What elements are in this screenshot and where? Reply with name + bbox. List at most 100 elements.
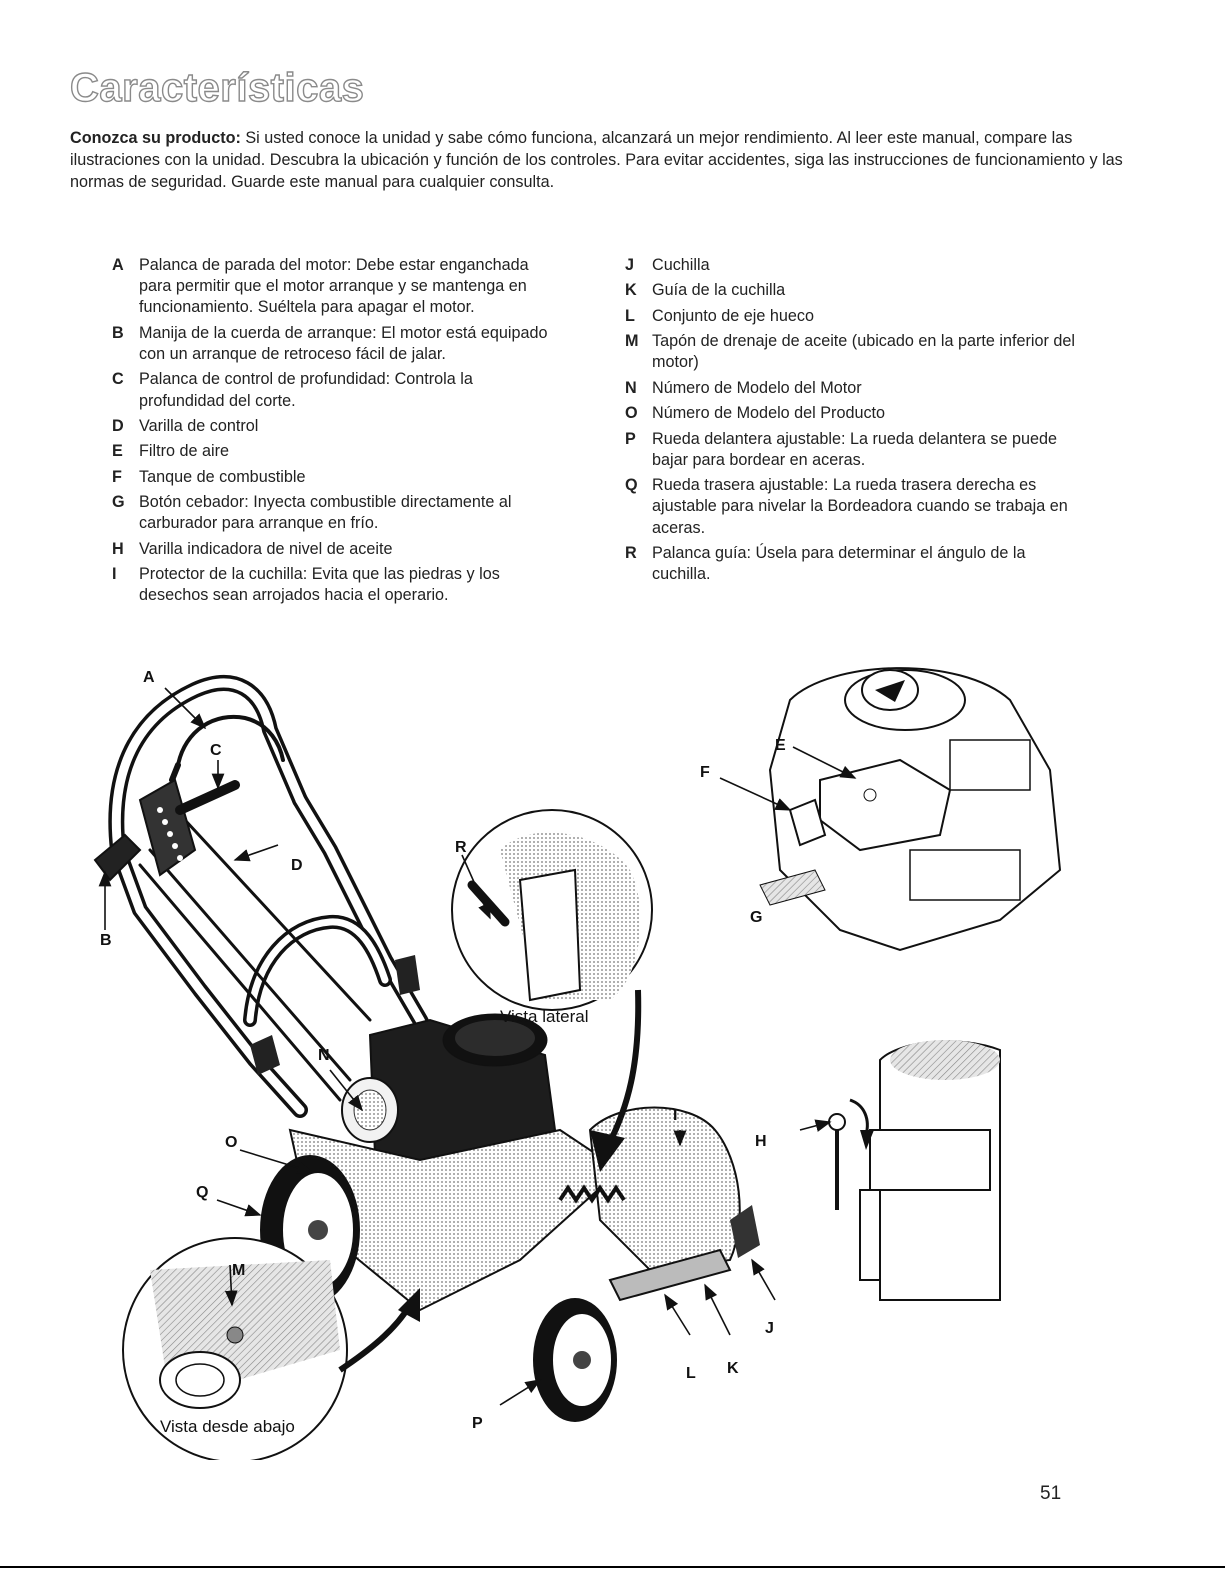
edger-illustration: Vista lateral Vista desde abajo [0, 660, 1225, 1460]
part-letter: O [625, 404, 638, 423]
part-letter: B [112, 323, 124, 342]
parts-list-right: J Cuchilla K Guía de la cuchilla L Conjunto… [625, 255, 1085, 590]
part-letter: J [625, 256, 635, 274]
bottom-rule [0, 1566, 1225, 1568]
part-letter: N [625, 378, 637, 397]
callout-b: B [100, 932, 112, 949]
handle-frame [108, 675, 448, 1118]
part-item-e: E Filtro de aire [112, 441, 552, 462]
part-description: Rueda trasera ajustable: La rueda traser… [652, 476, 1068, 537]
part-item-h: H Varilla indicadora de nivel de aceite [112, 539, 552, 560]
side-view-inset: Vista lateral [451, 809, 653, 1172]
handle-knob-left [250, 1035, 280, 1075]
part-letter: E [112, 442, 123, 461]
page-number: 51 [1040, 1483, 1062, 1504]
blade-guard [588, 1106, 741, 1272]
callout-e: E [775, 737, 786, 754]
callout-f: F [700, 764, 710, 781]
bottom-view-inset: Vista desde abajo [122, 1237, 420, 1460]
part-item-p: P Rueda delantera ajustable: La rueda del… [625, 429, 1085, 471]
callout-leaders [98, 687, 857, 1406]
part-letter: D [112, 416, 124, 435]
part-description: Tapón de drenaje de aceite (ubicado en l… [652, 332, 1075, 372]
part-item-c: C Palanca de control de profundidad: Cont… [112, 369, 552, 411]
callout-k: K [727, 1360, 739, 1377]
part-item-o: O Número de Modelo del Producto [625, 403, 1085, 424]
part-description: Varilla indicadora de nivel de aceite [139, 539, 393, 558]
callout-l: L [686, 1365, 696, 1382]
part-item-l: L Conjunto de eje hueco [625, 306, 1085, 327]
page-title: Características [69, 65, 365, 110]
part-letter: P [625, 429, 636, 448]
intro-lead: Conozca su producto: [70, 129, 241, 147]
part-description: Manija de la cuerda de arranque: El moto… [139, 323, 548, 363]
callout-a: A [143, 669, 155, 686]
part-description: Palanca guía: Úsela para determinar el á… [652, 543, 1026, 584]
callout-d: D [291, 857, 303, 874]
hollow-axle [608, 1248, 732, 1302]
handle-knob-right [395, 955, 420, 995]
callout-o: O [225, 1134, 237, 1151]
callout-q: Q [196, 1184, 208, 1201]
part-item-r: R Palanca guía: Úsela para determinar el … [625, 543, 1085, 585]
brand-logo-icon [875, 680, 905, 702]
engine-detail-inset [759, 667, 1062, 952]
blade [730, 1205, 760, 1258]
part-item-f: F Tanque de combustible [112, 467, 552, 488]
edger-diagram: Vista lateral Vista desde abajo [93, 667, 1062, 1460]
callout-m: M [232, 1262, 245, 1279]
callout-labels: A B C D E F G H I J K L M N O P Q R [100, 669, 786, 1432]
part-letter: G [112, 493, 125, 512]
callout-j: J [765, 1320, 774, 1337]
oil-dipstick-inset [828, 1040, 1001, 1301]
depth-control-lever [138, 778, 240, 877]
callout-r: R [455, 839, 467, 856]
part-description: Filtro de aire [139, 442, 229, 461]
part-description: Botón cebador: Inyecta combustible direc… [139, 493, 512, 533]
part-item-g: G Botón cebador: Inyecta combustible dire… [112, 492, 552, 534]
part-description: Conjunto de eje hueco [652, 306, 815, 325]
part-letter: A [112, 256, 124, 274]
intro-paragraph: Conozca su producto: Si usted conoce la … [70, 127, 1160, 193]
part-letter: H [112, 539, 124, 558]
part-item-n: N Número de Modelo del Motor [625, 378, 1085, 399]
part-item-d: D Varilla de control [112, 416, 552, 437]
bottom-view-caption: Vista desde abajo [160, 1417, 295, 1436]
part-item-b: B Manija de la cuerda de arranque: El mot… [112, 323, 552, 365]
part-description: Protector de la cuchilla: Evita que las … [139, 565, 500, 605]
front-wheel [533, 1298, 617, 1422]
side-view-caption: Vista lateral [500, 1007, 589, 1026]
part-item-k: K Guía de la cuchilla [625, 280, 1085, 301]
part-description: Tanque de combustible [139, 467, 306, 486]
parts-list-left: A Palanca de parada del motor: Debe estar… [112, 255, 552, 611]
callout-g: G [750, 909, 762, 926]
part-item-q: Q Rueda trasera ajustable: La rueda trase… [625, 475, 1085, 539]
callout-h: H [755, 1133, 767, 1150]
part-letter: M [625, 332, 639, 351]
part-description: Rueda delantera ajustable: La rueda dela… [652, 429, 1057, 469]
part-description: Guía de la cuchilla [652, 281, 786, 300]
part-description: Número de Modelo del Producto [652, 404, 886, 423]
callout-i: I [673, 1107, 677, 1124]
part-item-i: I Protector de la cuchilla: Evita que las… [112, 564, 552, 606]
part-letter: K [625, 281, 637, 300]
part-description: Varilla de control [139, 416, 259, 435]
callout-n: N [318, 1047, 330, 1064]
part-letter: F [112, 467, 122, 486]
part-letter: Q [625, 476, 638, 495]
part-description: Palanca de parada del motor: Debe estar … [139, 256, 529, 317]
tension-spring [558, 1184, 626, 1204]
part-description: Número de Modelo del Motor [652, 378, 862, 397]
part-item-j: J Cuchilla [625, 255, 1085, 276]
callout-p: P [472, 1415, 483, 1432]
callout-c: C [210, 742, 222, 759]
part-description: Cuchilla [652, 256, 710, 274]
part-letter: C [112, 370, 124, 389]
part-item-m: M Tapón de drenaje de aceite (ubicado en … [625, 331, 1085, 373]
part-letter: R [625, 543, 637, 562]
part-description: Palanca de control de profundidad: Contr… [139, 370, 473, 410]
intro-body: Si usted conoce la unidad y sabe cómo fu… [70, 129, 1123, 191]
part-letter: I [112, 565, 117, 584]
part-letter: L [625, 306, 635, 325]
part-item-a: A Palanca de parada del motor: Debe estar… [112, 255, 552, 319]
